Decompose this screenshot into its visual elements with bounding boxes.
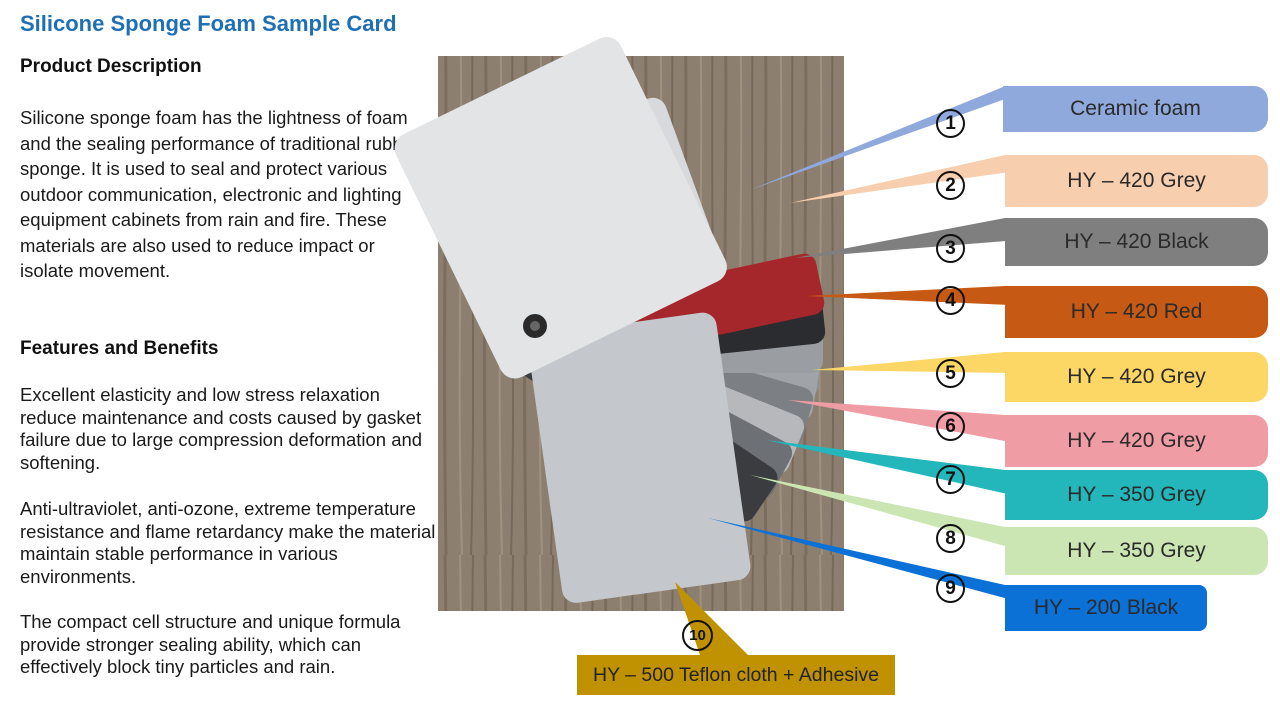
- callout-label-5: HY – 420 Grey: [1067, 365, 1206, 388]
- callout-hy350-grey-8: HY – 350 Grey: [1005, 527, 1268, 575]
- sample-number-6: 6: [936, 412, 965, 441]
- callout-hy420-red: HY – 420 Red: [1005, 286, 1268, 338]
- callout-ceramic-foam: Ceramic foam: [1003, 86, 1268, 132]
- page-title: Silicone Sponge Foam Sample Card: [20, 11, 397, 36]
- callout-hy200-black: HY – 200 Black: [1005, 585, 1207, 631]
- sample-number-2: 2: [936, 171, 965, 200]
- sample-number-1: 1: [936, 109, 965, 138]
- callout-label-3: HY – 420 Black: [1064, 230, 1209, 253]
- features-heading: Features and Benefits: [20, 338, 219, 359]
- callout-label-9: HY – 200 Black: [1033, 596, 1179, 619]
- sample-number-4: 4: [936, 286, 965, 315]
- callout-label-4: HY – 420 Red: [1070, 300, 1203, 323]
- callout-label-6: HY – 420 Grey: [1067, 429, 1206, 452]
- callout-hy420-black: HY – 420 Black: [1005, 218, 1268, 266]
- product-description-heading: Product Description: [20, 56, 202, 77]
- callout-label-7: HY – 350 Grey: [1067, 483, 1206, 506]
- sample-number-8: 8: [936, 524, 965, 553]
- feature-item-2: Anti-ultraviolet, anti-ozone, extreme te…: [20, 498, 436, 588]
- callout-hy420-grey-5: HY – 420 Grey: [1005, 352, 1268, 402]
- callout-label-8: HY – 350 Grey: [1067, 539, 1206, 562]
- sample-number-10: 10: [682, 620, 713, 651]
- callout-label-2: HY – 420 Grey: [1067, 169, 1206, 192]
- sample-number-7: 7: [936, 465, 965, 494]
- product-description-text: Silicone sponge foam has the lightness o…: [20, 107, 420, 281]
- swatch-fan: [394, 36, 826, 603]
- callout-label-1: Ceramic foam: [1070, 97, 1201, 120]
- feature-item-3: The compact cell structure and unique fo…: [20, 611, 401, 678]
- callout-label-10: HY – 500 Teflon cloth + Adhesive: [592, 663, 880, 686]
- sample-number-5: 5: [936, 359, 965, 388]
- callout-hy350-grey-7: HY – 350 Grey: [1005, 470, 1268, 520]
- sample-number-9: 9: [936, 574, 965, 603]
- callout-hy500-teflon: HY – 500 Teflon cloth + Adhesive: [577, 655, 895, 695]
- feature-item-1: Excellent elasticity and low stress rela…: [20, 384, 423, 474]
- callout-hy420-grey-6: HY – 420 Grey: [1005, 415, 1268, 467]
- callout-hy420-grey-2: HY – 420 Grey: [1005, 155, 1268, 207]
- sample-number-3: 3: [936, 234, 965, 263]
